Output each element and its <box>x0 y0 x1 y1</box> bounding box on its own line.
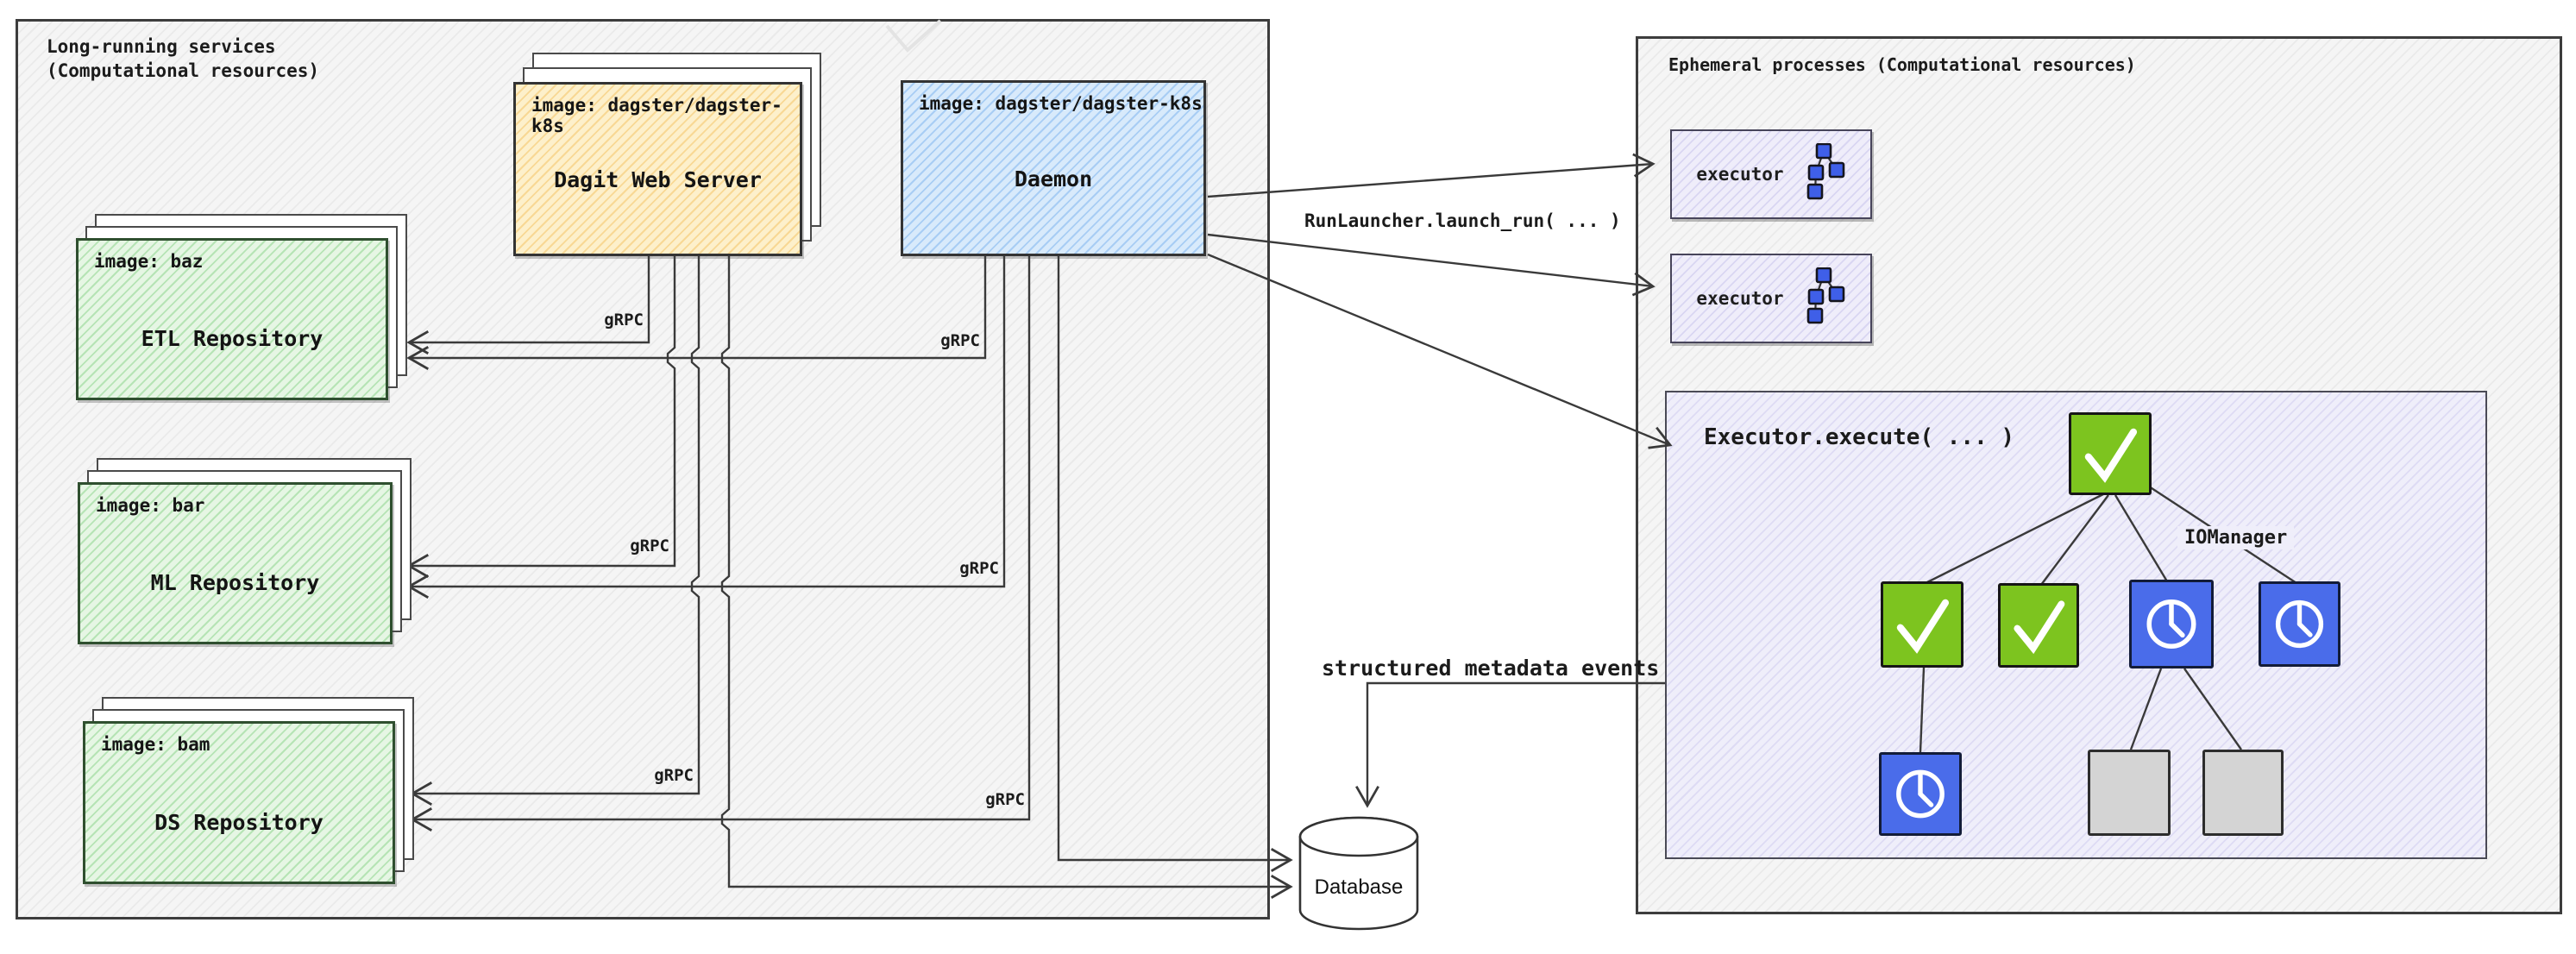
executor-label: executor <box>1696 288 1784 309</box>
grpc-label: gRPC <box>654 766 694 785</box>
dag-node-clock-icon <box>1879 752 1962 836</box>
dag-node-clock-icon <box>2259 581 2340 667</box>
etl-repository-label: ETL Repository <box>141 326 324 351</box>
ds-repository-box: image: bam DS Repository <box>83 721 395 884</box>
dag-node-check-icon <box>1881 581 1963 668</box>
dagit-web-server-box: image: dagster/dagster-k8s Dagit Web Ser… <box>513 82 802 256</box>
database-cylinder: Database <box>1290 807 1428 945</box>
grpc-label: gRPC <box>604 311 644 330</box>
ml-repository-label: ML Repository <box>150 570 320 595</box>
run-launcher-label: RunLauncher.launch_run( ... ) <box>1304 210 1621 231</box>
daemon-box: image: dagster/dagster-k8s Daemon <box>901 80 1206 256</box>
ml-image-header: image: bar <box>96 495 205 516</box>
executor-process-box: executor <box>1670 254 1872 343</box>
etl-repository-box: image: baz ETL Repository <box>76 238 388 400</box>
etl-image-header: image: baz <box>94 251 204 272</box>
io-manager-label: IOManager <box>2177 526 2295 549</box>
dagit-image-header: image: dagster/dagster-k8s <box>531 95 782 136</box>
grpc-label: gRPC <box>959 559 999 578</box>
ml-repository-box: image: bar ML Repository <box>78 482 393 644</box>
grpc-label: gRPC <box>630 537 669 555</box>
dag-node-check-icon <box>2069 412 2152 495</box>
ds-repository-label: DS Repository <box>154 809 324 835</box>
right-panel-title: Ephemeral processes (Computational resou… <box>1668 54 2136 75</box>
dag-node-check-icon <box>1998 583 2079 668</box>
grpc-label: gRPC <box>985 790 1025 809</box>
ds-image-header: image: bam <box>101 734 210 755</box>
executor-label: executor <box>1696 164 1784 185</box>
daemon-image-header: image: dagster/dagster-k8s <box>919 93 1203 114</box>
dag-node-empty-icon <box>2202 750 2284 836</box>
metadata-events-label: structured metadata events <box>1322 656 1660 681</box>
executor-process-box: executor <box>1670 129 1872 219</box>
dagit-label: Dagit Web Server <box>554 167 762 192</box>
left-panel-title: Long-running services (Computational res… <box>47 36 320 82</box>
dag-icon <box>1806 143 1845 200</box>
daemon-label: Daemon <box>1014 166 1093 191</box>
dag-node-clock-icon <box>2129 580 2214 668</box>
dag-node-empty-icon <box>2088 750 2171 836</box>
database-label: Database <box>1314 876 1404 899</box>
executor-execute-label: Executor.execute( ... ) <box>1704 424 2015 450</box>
grpc-label: gRPC <box>940 331 980 350</box>
dag-icon <box>1806 267 1845 324</box>
